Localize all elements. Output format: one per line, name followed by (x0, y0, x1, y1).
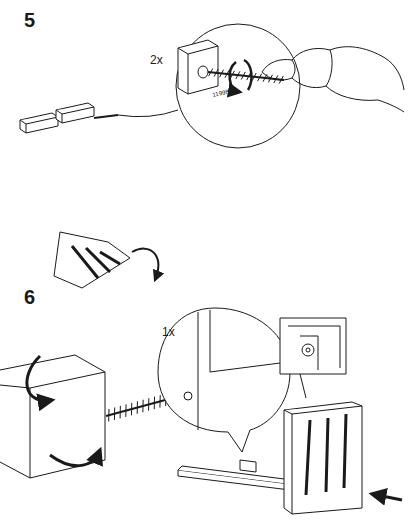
quantity: 2x (150, 54, 163, 66)
thread-line (125, 404, 126, 417)
rotation-arrow (230, 60, 252, 92)
rotation-arrow (27, 356, 100, 466)
dowel-block (20, 103, 94, 133)
panel-small (54, 232, 130, 288)
thread-line (114, 407, 115, 420)
beam (0, 355, 105, 478)
inset-box (280, 318, 346, 398)
panel-large (284, 402, 362, 514)
thread-line (214, 69, 218, 77)
step-number: 5 (24, 10, 35, 30)
thread-line (241, 72, 245, 80)
thread-line (148, 398, 149, 411)
quantity: 1x (162, 326, 175, 338)
thread-line (159, 395, 160, 408)
leader-line (118, 110, 178, 117)
thread-line (258, 74, 262, 82)
thread-line (131, 403, 132, 416)
thread-line (236, 71, 240, 79)
thread-line (137, 401, 138, 414)
block-detail (178, 40, 218, 94)
small-screw (94, 115, 118, 118)
hole (184, 392, 192, 400)
screw-thread (208, 68, 284, 83)
thread-line (154, 397, 155, 410)
step-number: 6 (24, 287, 35, 307)
thread-line (120, 406, 121, 419)
thread-line (220, 70, 224, 78)
panel-edge (198, 310, 288, 430)
flip-arrow (132, 249, 158, 280)
push-arrow (372, 494, 402, 500)
thread-line (108, 409, 109, 422)
hand (262, 47, 404, 112)
thread-line (209, 68, 213, 76)
rail (178, 460, 292, 490)
detail-circle (176, 24, 300, 148)
thread-line (142, 400, 143, 413)
detail-bubble (158, 308, 290, 452)
